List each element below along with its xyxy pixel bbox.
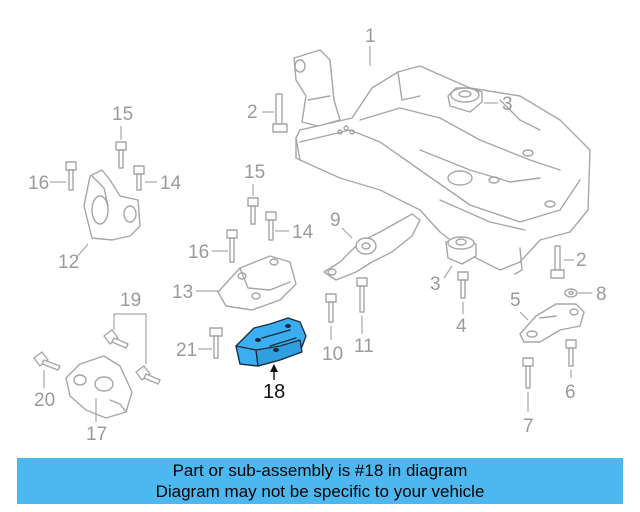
highlighted-part-18[interactable]: [235, 317, 307, 367]
bolt-part-4: [457, 271, 469, 299]
bolt-part-14-middle: [265, 211, 277, 241]
label-2-right: 2: [576, 250, 587, 271]
label-17: 17: [86, 424, 107, 445]
parts-diagram: 1 2 3 3 4 2 8: [28, 26, 607, 445]
bolt-part-15-middle: [247, 197, 259, 225]
banner-line-2: Diagram may not be specific to your vehi…: [155, 482, 485, 501]
bracket-part-13: [217, 255, 297, 311]
banner-line-1: Part or sub-assembly is #18 in diagram: [172, 461, 468, 480]
bolt-part-14-upper: [133, 165, 145, 191]
bolt-part-10: [325, 293, 337, 323]
bolt-part-16-middle: [226, 229, 238, 263]
torque-rod-part-9: [323, 213, 421, 281]
bolt-part-16-upper: [65, 161, 77, 191]
info-banner: Part or sub-assembly is #18 in diagram D…: [17, 458, 623, 504]
label-21: 21: [176, 340, 197, 361]
bolt-part-2-right: [550, 245, 565, 279]
bolt-part-19-right: [135, 365, 161, 385]
label-20: 20: [34, 390, 55, 411]
bolt-part-15-upper: [115, 141, 127, 169]
label-5: 5: [510, 290, 521, 311]
label-19: 19: [120, 290, 141, 311]
label-7: 7: [523, 416, 534, 437]
label-14-upper: 14: [160, 173, 182, 194]
bracket-part-5: [519, 303, 585, 343]
label-3-lower: 3: [430, 274, 441, 295]
label-12: 12: [58, 252, 79, 273]
subframe-part-1: [293, 49, 591, 275]
mount-part-3-upper: [447, 87, 483, 113]
label-9: 9: [330, 210, 341, 231]
label-10: 10: [322, 344, 343, 365]
label-16-upper: 16: [28, 173, 49, 194]
label-1: 1: [365, 26, 376, 47]
label-15-middle: 15: [244, 162, 265, 183]
label-8: 8: [596, 284, 607, 305]
bolt-part-20: [33, 351, 61, 371]
washer-part-8: [564, 288, 578, 298]
label-3-upper: 3: [502, 94, 513, 115]
label-14-middle: 14: [292, 222, 314, 243]
label-13: 13: [172, 282, 193, 303]
bolt-part-19-left: [103, 329, 129, 349]
bolt-part-7: [522, 357, 534, 389]
bolt-part-11: [356, 277, 368, 313]
label-4: 4: [456, 316, 467, 337]
label-2-upper: 2: [247, 102, 258, 123]
label-11: 11: [354, 336, 374, 357]
mount-part-17: [65, 355, 133, 419]
mount-part-12: [83, 169, 141, 241]
label-18: 18: [263, 381, 285, 403]
bolt-part-21: [209, 327, 223, 359]
label-6: 6: [565, 382, 576, 403]
label-16-middle: 16: [188, 242, 209, 263]
bolt-part-6: [565, 339, 577, 367]
mount-part-3-lower: [445, 236, 477, 265]
bolt-part-2-upper: [272, 93, 288, 133]
label-15-upper: 15: [112, 104, 133, 125]
